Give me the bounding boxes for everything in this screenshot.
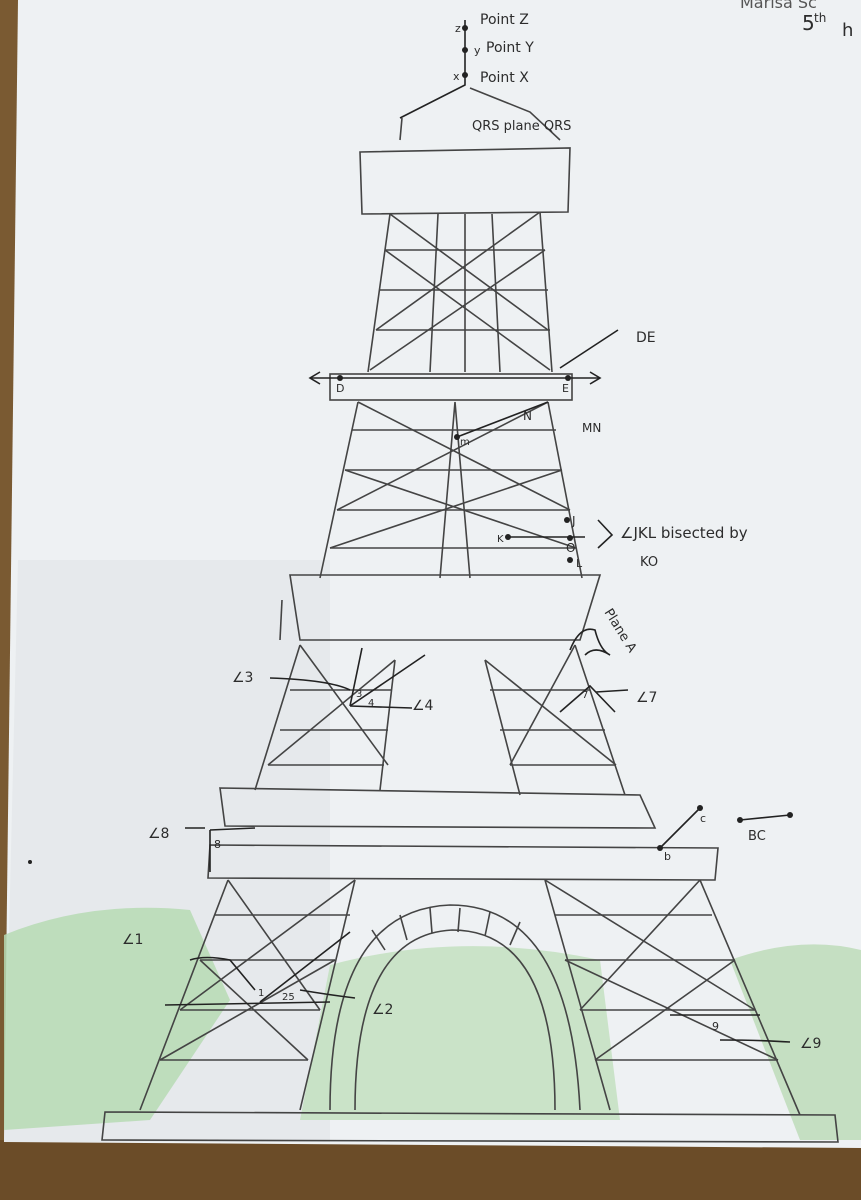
annotation-dots [28,25,793,864]
annotation-labels: Marisa Sc 5 th h z Point Z y Point Y x P… [122,0,853,1052]
label-c: c [700,812,706,825]
label-l: L [576,557,583,570]
label-angle-7: ∠7 [636,690,657,706]
label-y-letter: y [474,44,481,57]
grass-hills [4,907,230,1130]
label-k: K [497,534,504,545]
label-num-7: 7 [582,690,588,701]
grass-right [730,944,861,1140]
label-bisect-line-2: KO [640,555,658,570]
corner-letter: h [842,20,853,41]
annotation-lines [164,20,791,1043]
label-e: E [562,382,569,395]
desk-edge [0,1140,861,1200]
corner-number: 5 [802,11,815,35]
label-angle-3: ∠3 [232,670,253,686]
label-angle-1: ∠1 [122,932,143,948]
label-j: J [571,514,576,528]
label-num-2: 25 [282,992,295,1003]
corner-suffix: th [814,11,826,25]
label-bisect-line-1: ∠JKL bisected by [620,524,748,542]
label-point-x: Point X [480,70,529,86]
label-n: N [523,409,532,423]
label-angle-2: ∠2 [372,1002,393,1018]
label-num-4: 4 [368,698,374,709]
label-o: O [566,541,575,555]
label-ray-mn: MN [582,421,601,435]
label-angle-4: ∠4 [412,698,434,714]
label-x-letter: x [453,70,460,83]
label-line-de: DE [636,330,656,346]
label-num-3: 3 [356,689,362,700]
label-b: b [664,850,671,863]
label-m: m [460,437,470,448]
label-seg-bc: BC [748,829,766,844]
grass-under-arch [300,946,620,1120]
label-d: D [336,382,344,395]
label-num-1: 1 [258,988,264,999]
label-z-letter: z [455,22,461,35]
label-angle-9: ∠9 [800,1036,821,1052]
tower-sketch [101,87,839,1143]
label-point-z: Point Z [480,12,529,28]
label-angle-8: ∠8 [148,826,169,842]
corner-scribble: Marisa Sc [740,0,817,12]
label-num-9: 9 [712,1020,719,1033]
label-num-8: 8 [214,838,221,851]
label-plane-qrs: QRS plane QRS [472,119,571,134]
label-point-y: Point Y [486,40,534,56]
